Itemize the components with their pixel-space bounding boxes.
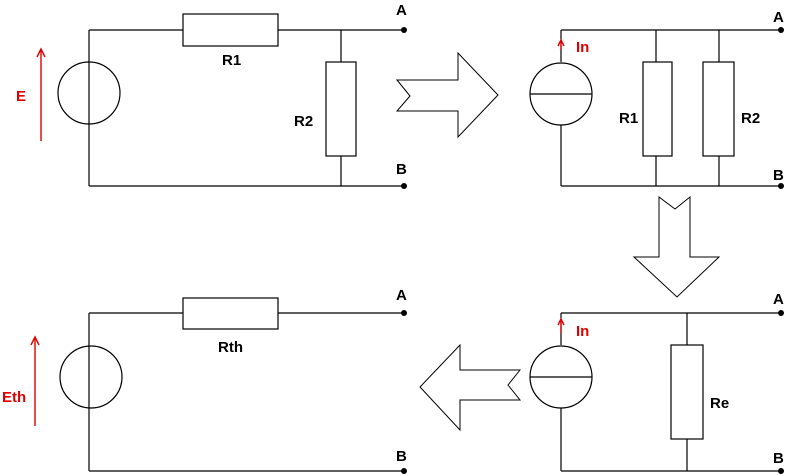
- terminal-b-dot: [778, 468, 784, 474]
- circuit-norton-equivalent: In Re A B: [529, 291, 784, 474]
- label-r2: R2: [294, 113, 313, 130]
- terminal-a-dot: [401, 310, 407, 316]
- label-terminal-b: B: [396, 161, 407, 178]
- label-rth: Rth: [218, 339, 243, 356]
- label-e: E: [16, 88, 26, 105]
- current-arrowhead-icon: [557, 38, 565, 47]
- label-in: In: [576, 39, 589, 56]
- label-terminal-a: A: [773, 9, 784, 26]
- voltage-arrowhead-icon: [36, 47, 46, 58]
- resistor-r2: [325, 61, 357, 157]
- terminal-b-dot: [401, 468, 407, 474]
- label-terminal-b: B: [773, 450, 784, 467]
- terminal-b-dot: [401, 183, 407, 189]
- label-re: Re: [710, 395, 729, 412]
- circuit-original: E R1 R2 A B: [16, 2, 407, 189]
- circuit-thevenin: Eth Rth A B: [2, 287, 407, 474]
- terminal-a-dot: [778, 310, 784, 316]
- resistor-r1: [182, 13, 279, 47]
- circuit-norton: In R1 R2 A B: [529, 9, 784, 189]
- label-in: In: [576, 323, 589, 340]
- label-terminal-a: A: [396, 2, 407, 19]
- arrow-down-icon: [632, 195, 721, 298]
- label-r2: R2: [741, 110, 760, 127]
- terminal-a-dot: [401, 27, 407, 33]
- arrow-right-icon: [395, 51, 499, 139]
- label-eth: Eth: [2, 389, 26, 406]
- arrow-left-icon: [419, 343, 522, 432]
- label-r1: R1: [222, 52, 241, 69]
- resistor-r1: [642, 61, 673, 157]
- label-r1: R1: [619, 110, 638, 127]
- current-arrowhead-icon: [557, 317, 565, 326]
- label-terminal-b: B: [773, 167, 784, 184]
- resistor-r2: [702, 61, 735, 157]
- label-terminal-a: A: [773, 291, 784, 308]
- label-terminal-b: B: [396, 448, 407, 465]
- voltage-arrowhead-icon: [30, 335, 40, 346]
- label-terminal-a: A: [396, 287, 407, 304]
- terminal-b-dot: [778, 183, 784, 189]
- voltage-source-icon: [59, 345, 123, 409]
- resistor-re: [670, 344, 704, 440]
- voltage-source-icon: [57, 61, 121, 125]
- terminal-a-dot: [778, 27, 784, 33]
- resistor-rth: [182, 297, 279, 330]
